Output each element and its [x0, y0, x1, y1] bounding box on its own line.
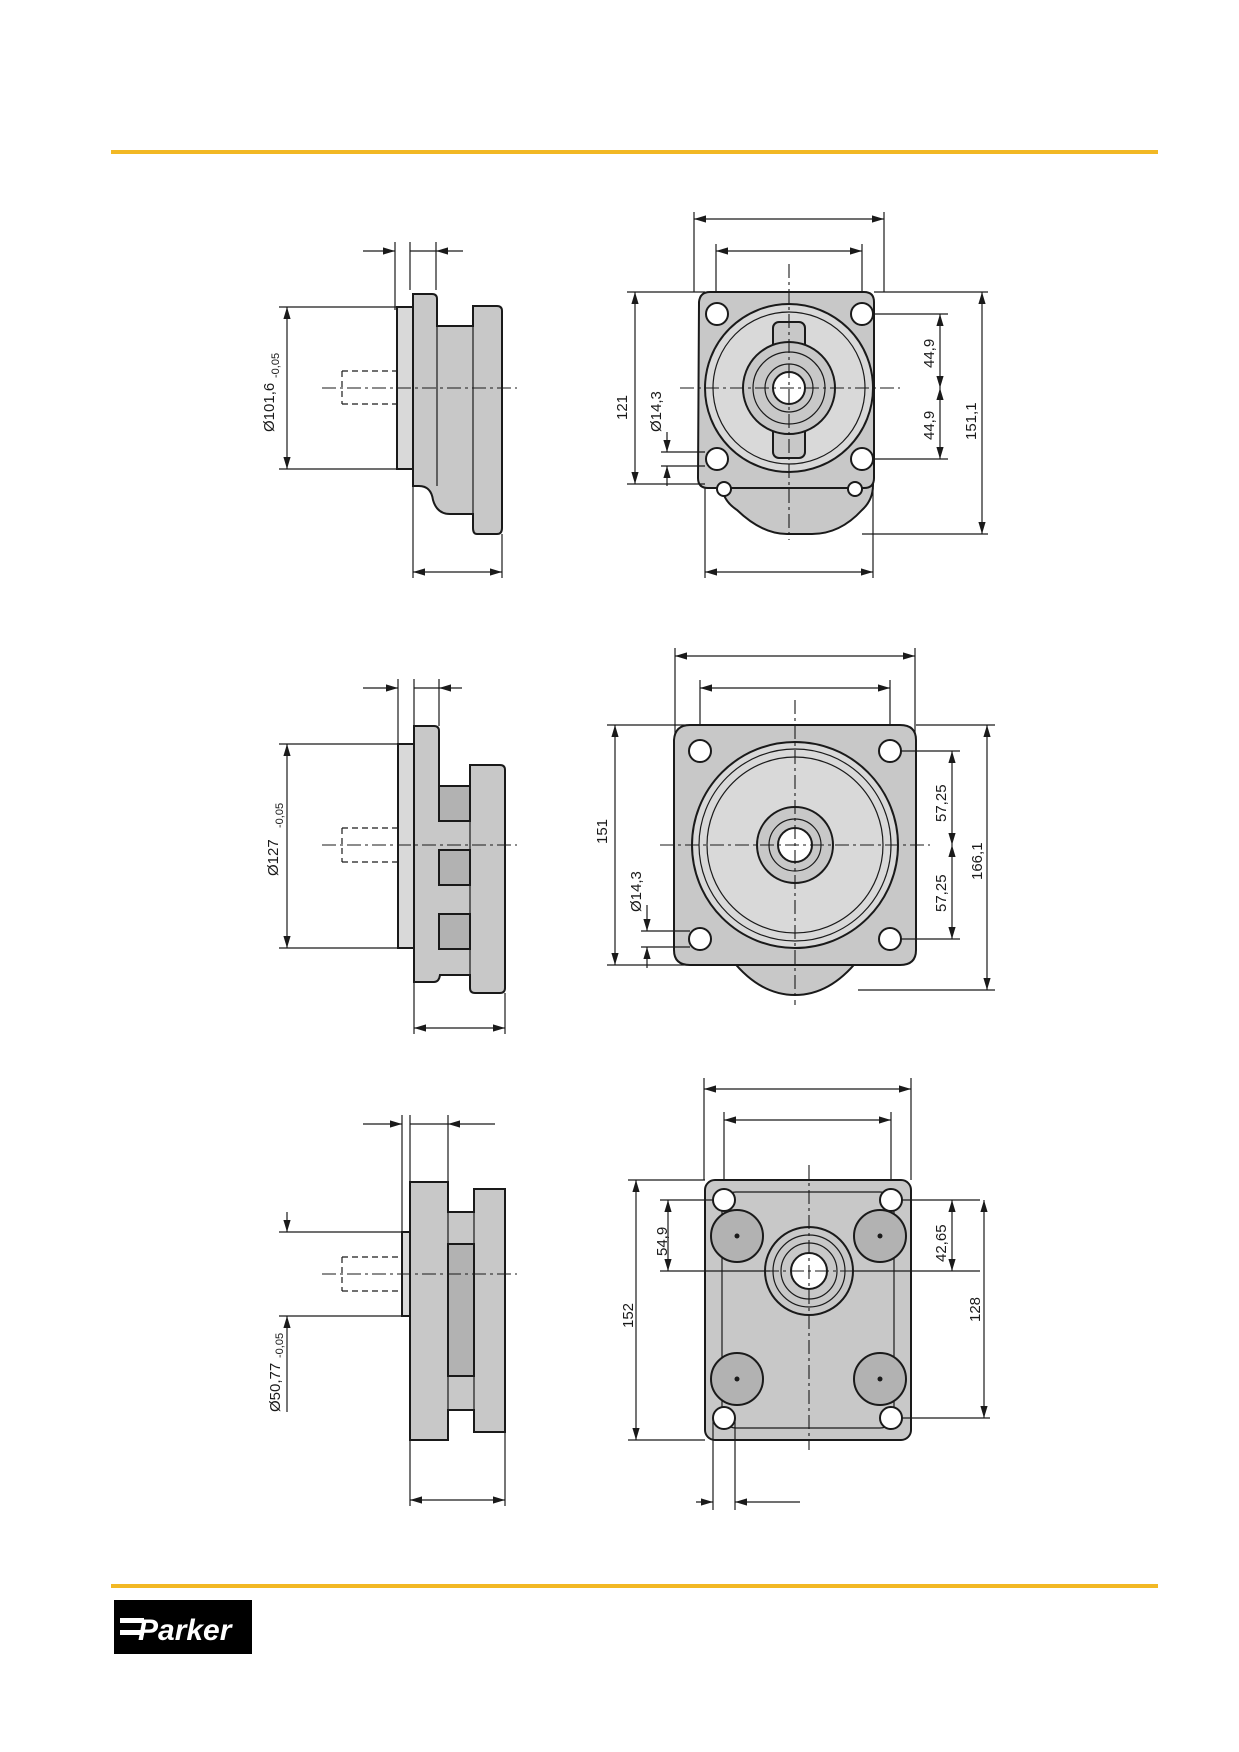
- view-b-front: [607, 648, 995, 1005]
- view-b-side: [279, 679, 517, 1034]
- dim-c-front-4265: 42,65: [933, 1224, 950, 1262]
- dim-a-front-449-top: 44,9: [921, 339, 938, 368]
- dim-b-side-diameter: Ø127: [265, 839, 282, 876]
- dim-c-front-549: 54,9: [654, 1227, 671, 1256]
- dim-a-side-tolerance: -0,05: [270, 353, 282, 378]
- dim-b-front-151: 151: [594, 819, 611, 844]
- dim-c-side-diameter: Ø50,77: [267, 1363, 284, 1412]
- dim-a-front-449-bot: 44,9: [921, 411, 938, 440]
- view-a-side: [279, 242, 517, 578]
- dim-b-front-5725-bot: 57,25: [933, 874, 950, 912]
- logo-wordmark: Parker: [138, 1614, 234, 1647]
- view-c-side: [279, 1115, 517, 1506]
- view-a-front: [627, 212, 988, 578]
- dim-b-front-bolt: Ø14,3: [628, 871, 645, 912]
- dim-b-front-1661: 166,1: [969, 842, 986, 880]
- dim-b-front-5725-top: 57,25: [933, 784, 950, 822]
- view-c-front: [628, 1078, 990, 1510]
- dim-a-front-bolt: Ø14,3: [648, 391, 665, 432]
- dim-c-side-tolerance: -0,05: [274, 1333, 286, 1358]
- parker-logo: Parker: [114, 1600, 252, 1654]
- dimension-labels: Ø101,6 -0,05 121 Ø14,3 44,9 44,9 151,1 Ø…: [261, 339, 986, 1412]
- dim-c-front-128: 128: [967, 1297, 984, 1322]
- dim-a-front-121: 121: [614, 395, 631, 420]
- dim-a-side-diameter: Ø101,6: [261, 383, 278, 432]
- dim-a-front-1511: 151,1: [963, 402, 980, 440]
- dim-b-side-tolerance: -0,05: [274, 803, 286, 828]
- dim-c-front-152: 152: [620, 1303, 637, 1328]
